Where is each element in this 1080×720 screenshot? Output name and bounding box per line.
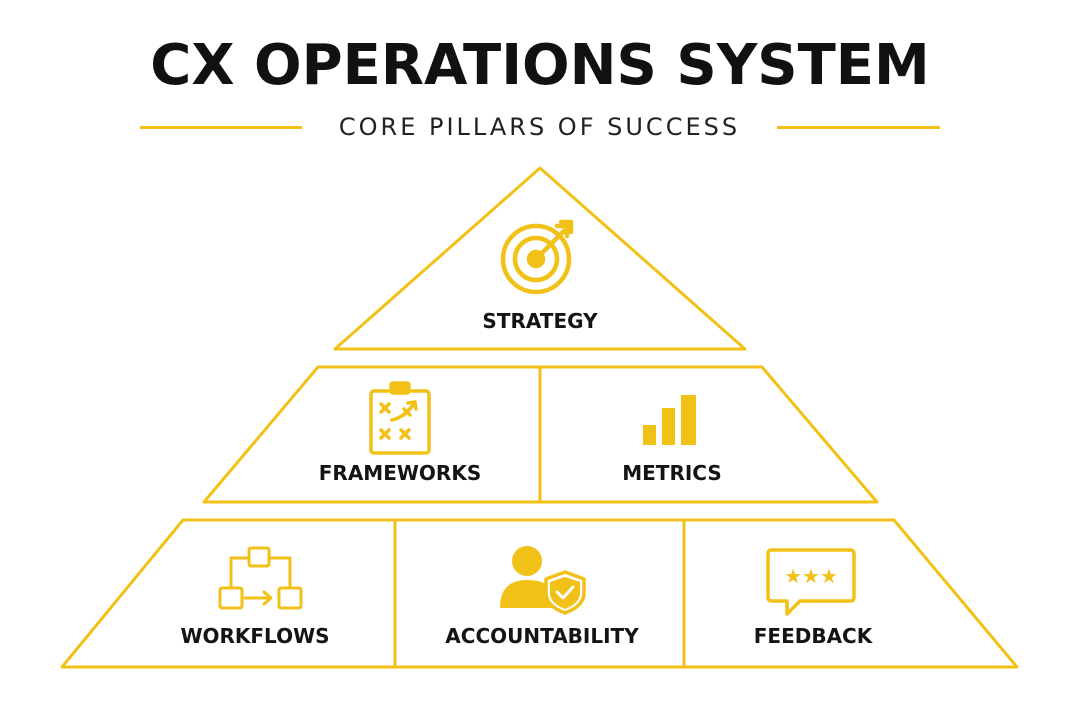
right-divider	[777, 126, 940, 129]
subtitle: CORE PILLARS OF SUCCESS	[338, 113, 741, 141]
feedback-label: FEEDBACK	[754, 624, 874, 648]
clipboard-play-icon	[369, 381, 431, 455]
tier-middle	[202, 365, 879, 504]
tier-bottom	[60, 518, 1019, 669]
target-icon	[500, 219, 574, 295]
frameworks-label: FRAMEWORKS	[319, 461, 481, 485]
strategy-label: STRATEGY	[482, 309, 598, 333]
bar-chart-icon	[643, 395, 696, 445]
left-divider	[140, 126, 302, 129]
accountability-label: ACCOUNTABILITY	[445, 624, 639, 648]
svg-text:★★★: ★★★	[784, 564, 838, 588]
page-title: CX OPERATIONS SYSTEM	[150, 33, 930, 98]
tier-top	[333, 166, 747, 351]
metrics-label: METRICS	[622, 461, 722, 485]
person-shield-icon	[500, 546, 586, 615]
subtitle-row: CORE PILLARS OF SUCCESS	[0, 110, 1080, 144]
flowchart-icon	[218, 546, 303, 610]
star-rating-bubble-icon: ★★★	[766, 548, 856, 616]
workflows-label: WORKFLOWS	[180, 624, 329, 648]
